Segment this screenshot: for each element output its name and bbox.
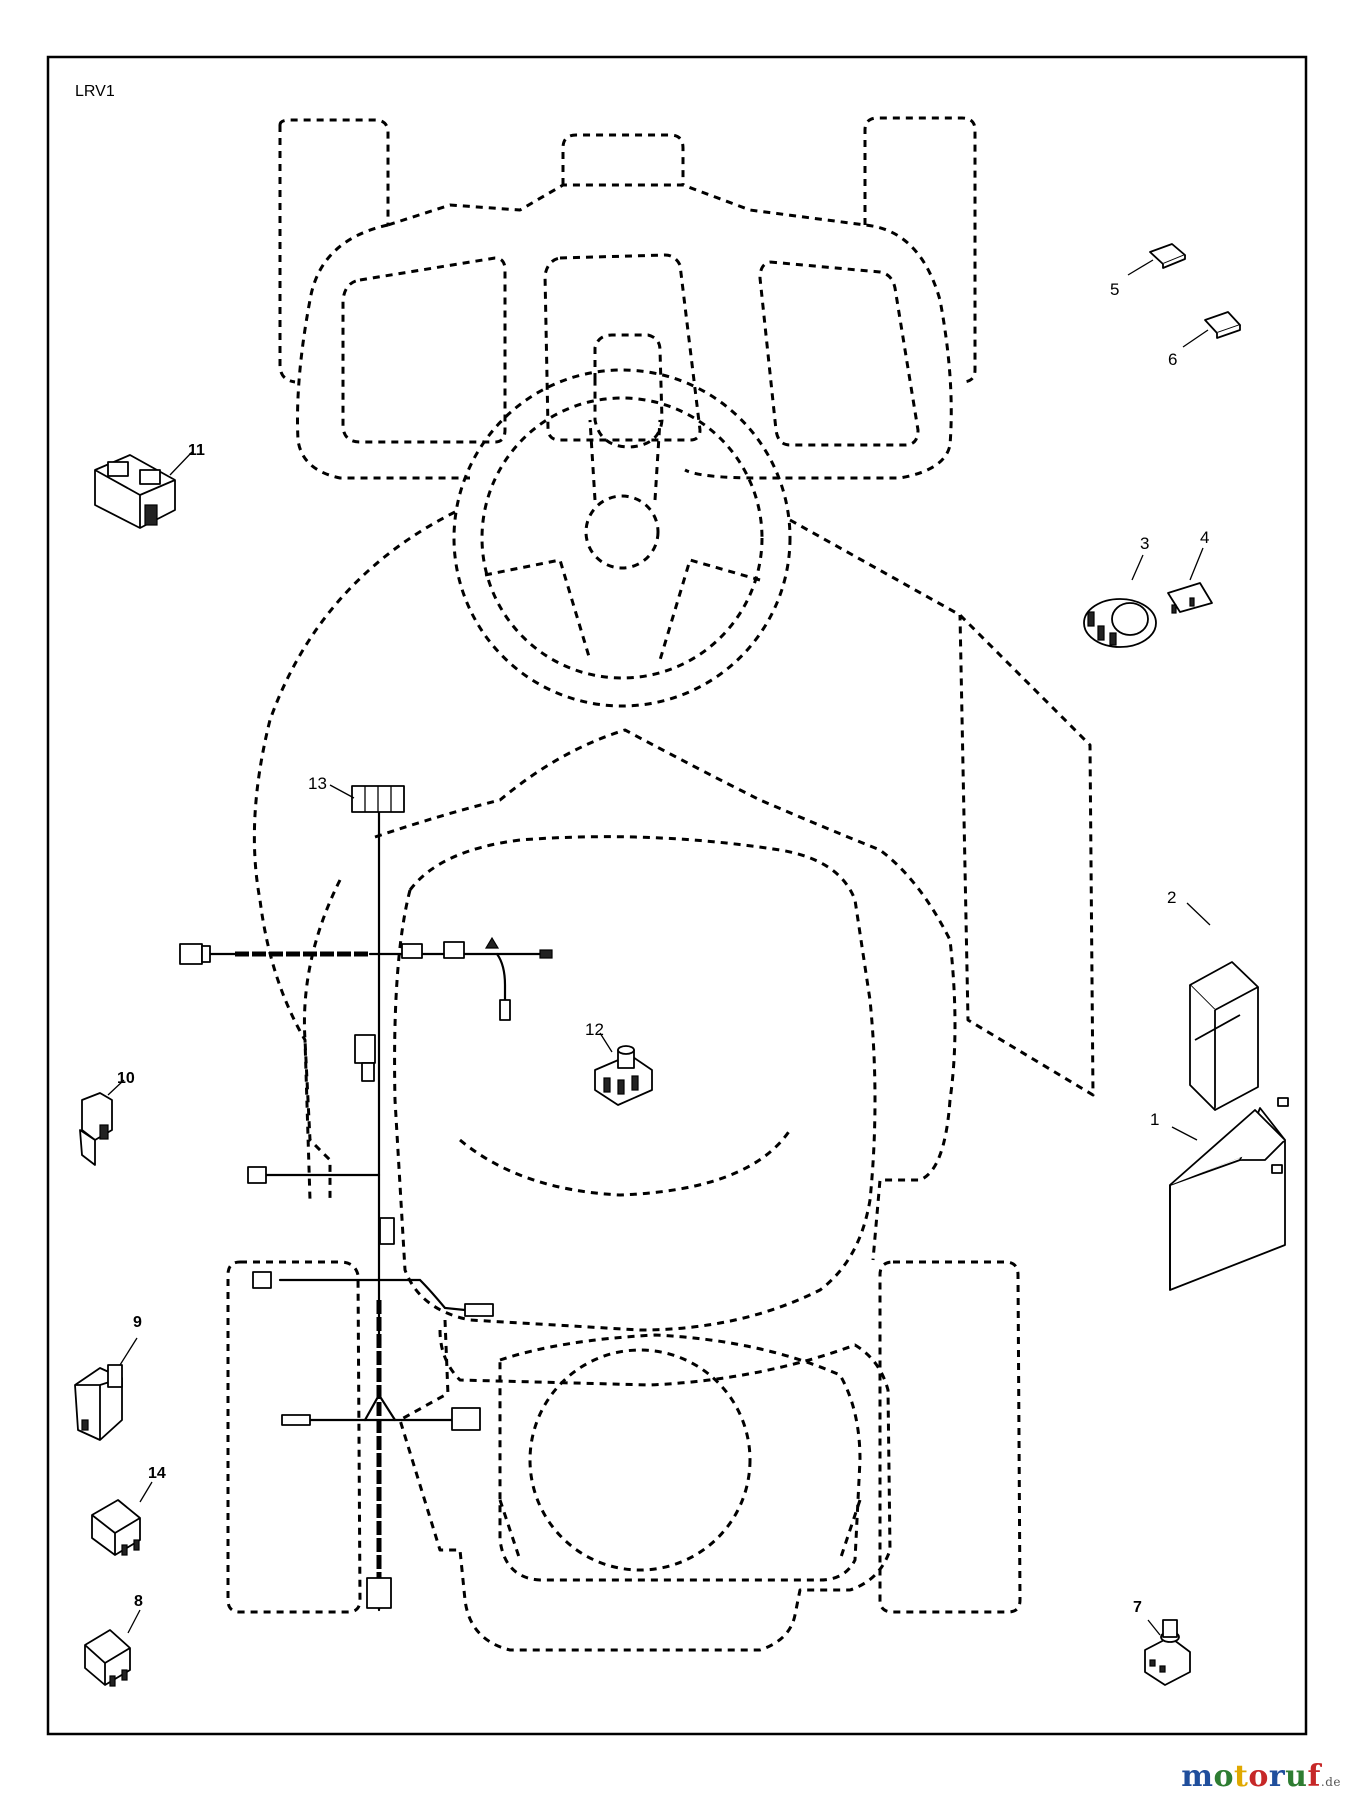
connector-a (179, 943, 203, 965)
svg-text:9: 9 (133, 1314, 142, 1331)
chassis-outline (226, 116, 1095, 1652)
svg-text:7: 7 (1133, 1599, 1142, 1616)
part-13-label: 13 (308, 774, 355, 799)
part-11-key-switch: 11 (94, 442, 205, 529)
svg-text:3: 3 (1140, 534, 1149, 553)
diagram-frame (46, 55, 1308, 1736)
part-9-seat-switch: 9 (74, 1314, 142, 1441)
motoruf-watermark-logo: motoruf.de (1181, 1759, 1341, 1794)
wiring-harness (193, 803, 547, 1612)
harness-connectors (179, 785, 553, 1609)
svg-text:11: 11 (188, 442, 205, 459)
connector-j (247, 1166, 267, 1184)
connector-d (443, 941, 465, 959)
diagram-ref-code: LRV1 (75, 83, 115, 100)
svg-text:10: 10 (117, 1070, 135, 1087)
svg-text:14: 14 (148, 1465, 166, 1482)
svg-text:2: 2 (1167, 888, 1176, 907)
connector-k (379, 1217, 395, 1245)
watermark-suffix: .de (1320, 1775, 1341, 1789)
part-8-relay: 8 (84, 1593, 143, 1687)
connector-n (281, 1414, 311, 1426)
part-5-fuse: 5 (1110, 243, 1186, 299)
connector-c (401, 943, 423, 959)
svg-text:6: 6 (1168, 350, 1177, 369)
connector-m (464, 1303, 494, 1317)
svg-text:1: 1 (1150, 1110, 1159, 1129)
connector-o (451, 1407, 481, 1431)
svg-text:12: 12 (585, 1020, 604, 1039)
watermark-letter: f (1307, 1759, 1321, 1794)
svg-text:4: 4 (1200, 528, 1209, 547)
part-12-switch: 12 (585, 1020, 653, 1106)
part-14-relay: 14 (91, 1465, 166, 1556)
part-4-module: 4 (1167, 528, 1213, 614)
svg-text:5: 5 (1110, 280, 1119, 299)
watermark-letter: o (1213, 1759, 1234, 1794)
connector-b (201, 945, 211, 963)
watermark-letter: m (1181, 1759, 1214, 1794)
watermark-letter: o (1248, 1759, 1269, 1794)
connector-e (484, 936, 500, 949)
part-1-battery: 1 (1150, 1097, 1289, 1291)
part-10-connector: 10 (79, 1070, 135, 1166)
watermark-letter: u (1285, 1759, 1308, 1794)
connector-l (252, 1271, 272, 1289)
connector-g (499, 999, 511, 1021)
svg-text:13: 13 (308, 774, 327, 793)
part-2-box: 2 (1167, 888, 1259, 1111)
connector-i (361, 1062, 375, 1082)
connector-h (354, 1034, 376, 1064)
svg-text:8: 8 (134, 1593, 143, 1610)
part-3-ignition-switch: 3 (1083, 534, 1157, 648)
connector-p (366, 1577, 392, 1609)
part-7-switch: 7 (1133, 1599, 1191, 1686)
watermark-letter: t (1233, 1759, 1249, 1794)
part-6-fuse: 6 (1168, 311, 1241, 369)
connector-f (539, 949, 553, 959)
watermark-letter: r (1268, 1759, 1286, 1794)
